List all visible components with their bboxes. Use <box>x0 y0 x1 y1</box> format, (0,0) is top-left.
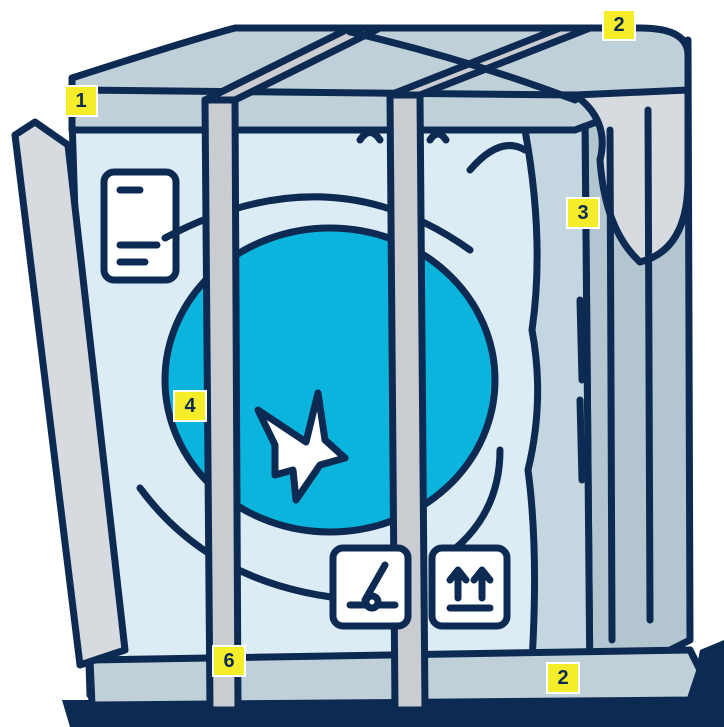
callout-label-1: 1 <box>64 85 98 117</box>
callout-label-3: 3 <box>566 197 600 229</box>
strap-left <box>205 100 238 710</box>
callout-label-2-top: 2 <box>602 9 636 41</box>
callout-label-6: 6 <box>212 645 246 677</box>
callout-label-2-bottom: 2 <box>546 662 580 694</box>
callout-label-4: 4 <box>173 390 207 422</box>
top-ridge <box>72 90 575 95</box>
this-way-up-icon <box>432 548 507 626</box>
